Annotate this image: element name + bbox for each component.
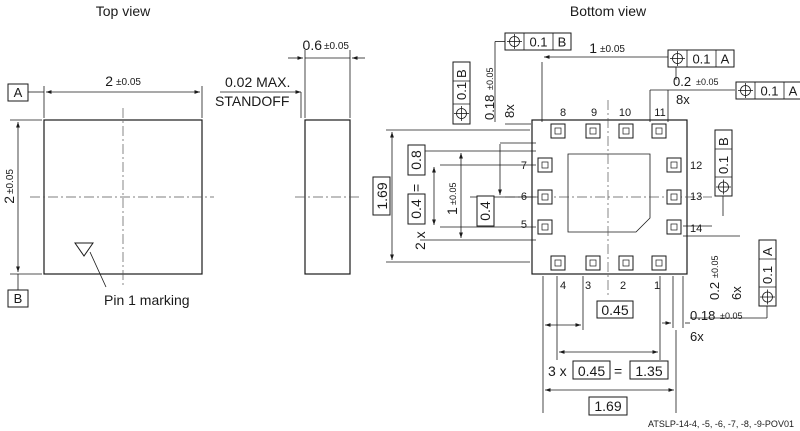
bottom-view: 8 9 10 11 4 3 2 1 7 6 5 12 13 14 0.1 B 0…	[372, 32, 800, 416]
drawing-id: ATSLP-14-4, -5, -6, -7, -8, -9-PO	[648, 419, 778, 429]
drawing-version: V01	[778, 419, 794, 429]
standoff-value: 0.02 MAX.	[225, 74, 290, 90]
fcf-lower-a-value: 0.1	[760, 266, 775, 284]
pad-width-top-value: 0.18	[482, 95, 497, 120]
fcf-top-a-datum: A	[721, 52, 730, 67]
pitch-basic-box	[596, 300, 634, 319]
count-8x-left: 8x	[502, 104, 517, 118]
top-height-nominal: 2	[1, 196, 17, 204]
pad-len-right-value: 0.2	[673, 74, 691, 89]
fcf-side-b-datum: B	[716, 137, 731, 146]
side-pitch-mult: 2 x	[412, 231, 428, 250]
fcf-lower-a	[758, 239, 777, 307]
count-8x-right: 8x	[676, 92, 690, 107]
side-span-value: 1	[444, 207, 460, 215]
pad-label-2: 2	[620, 280, 626, 292]
side-thickness-tol: ±0.05	[324, 41, 349, 52]
fcf-top-a	[667, 49, 735, 68]
side-pitch-total-value: 0.8	[408, 150, 424, 170]
datum-a-box-top	[7, 83, 29, 102]
pad-label-8: 8	[560, 107, 566, 119]
top-view: A 2 ±0.05 2 ±0.05 B Pin 1 marking	[1, 73, 214, 308]
pad-width-bottom-tol: ±0.05	[720, 311, 742, 321]
pad-label-3: 3	[585, 280, 591, 292]
top-view-title: Top view	[96, 3, 151, 19]
fcf-top-b-value: 0.1	[529, 35, 547, 50]
top-width-nominal: 2	[105, 73, 113, 89]
pin1-triangle-icon	[74, 242, 94, 257]
pitch-basic-value: 0.45	[601, 302, 628, 318]
pitch-total-value: 1.35	[635, 363, 662, 379]
pad-label-10: 10	[619, 107, 631, 119]
pad-width-bottom-value: 0.18	[690, 308, 715, 323]
fcf-right-a-value: 0.1	[760, 84, 778, 99]
pad-row-top	[550, 123, 667, 139]
pad-len-side-value: 0.2	[707, 282, 722, 300]
pitch-mult: 3 x	[548, 363, 567, 379]
pad-label-5: 5	[521, 219, 527, 231]
pad-col-left	[537, 157, 553, 235]
top-pitch-value: 1	[589, 40, 597, 56]
fcf-left-b-datum: B	[454, 69, 469, 78]
bottom-view-title: Bottom view	[570, 3, 647, 19]
pad-len-right-tol: ±0.05	[696, 77, 718, 87]
pitch-basic-value-b: 0.45	[578, 363, 605, 379]
top-pitch-tol: ±0.05	[600, 44, 625, 55]
pad-label-7: 7	[521, 160, 527, 172]
outline-width-box	[588, 396, 628, 416]
pad-label-14: 14	[690, 223, 702, 235]
standoff-label: STANDOFF	[215, 93, 289, 109]
fcf-side-b	[714, 129, 733, 197]
datum-b-label-top: B	[14, 291, 23, 306]
pitch-basic-box-b	[572, 360, 611, 380]
pad-label-4: 4	[560, 280, 566, 292]
pitch-total-box	[629, 360, 669, 380]
pad-col-right	[666, 157, 682, 235]
count-6x-upper: 6x	[729, 286, 744, 300]
pad-row-bottom	[550, 255, 667, 271]
fcf-left-b	[452, 61, 471, 125]
fcf-lower-a-datum: A	[760, 247, 775, 256]
top-width-tol: ±0.05	[116, 77, 141, 88]
side-pitch-basic-box	[407, 193, 426, 225]
side-view: 0.6 ±0.05 0.02 MAX. STANDOFF	[215, 37, 365, 275]
pad-label-11: 11	[654, 107, 665, 119]
outline-height-box	[372, 176, 391, 216]
side-pitch-basic-value: 0.4	[408, 199, 424, 219]
pad-label-9: 9	[591, 107, 597, 119]
side-pitch-value-b: 0.4	[477, 201, 493, 221]
side-pitch-equals: =	[408, 184, 424, 192]
pad-label-12: 12	[690, 160, 702, 172]
side-pitch-total-box	[407, 144, 426, 176]
pad-label-1: 1	[654, 280, 660, 292]
fcf-right-a-datum: A	[789, 84, 798, 99]
pin1-label: Pin 1 marking	[104, 292, 190, 308]
side-span-tol: ±0.05	[448, 183, 458, 205]
fcf-side-b-value: 0.1	[716, 156, 731, 174]
outline-width-value: 1.69	[594, 398, 621, 414]
count-6x-lower: 6x	[690, 329, 704, 344]
top-height-tol: ±0.05	[5, 169, 16, 194]
pad-len-side-tol: ±0.05	[710, 256, 720, 278]
side-thickness-nominal: 0.6	[303, 37, 323, 53]
fcf-left-b-value: 0.1	[454, 82, 469, 100]
pad-label-13: 13	[690, 191, 702, 203]
side-pitch-box-b	[476, 195, 495, 227]
pad-width-top-tol: ±0.05	[485, 68, 495, 90]
datum-a-label-top: A	[14, 85, 23, 100]
exposed-pad-outline	[567, 153, 651, 233]
pitch-equals: =	[614, 363, 622, 379]
outline-height-value: 1.69	[374, 182, 390, 209]
fcf-top-b-datum: B	[558, 35, 567, 50]
fcf-top-a-value: 0.1	[692, 52, 710, 67]
datum-b-box-top	[7, 289, 29, 308]
